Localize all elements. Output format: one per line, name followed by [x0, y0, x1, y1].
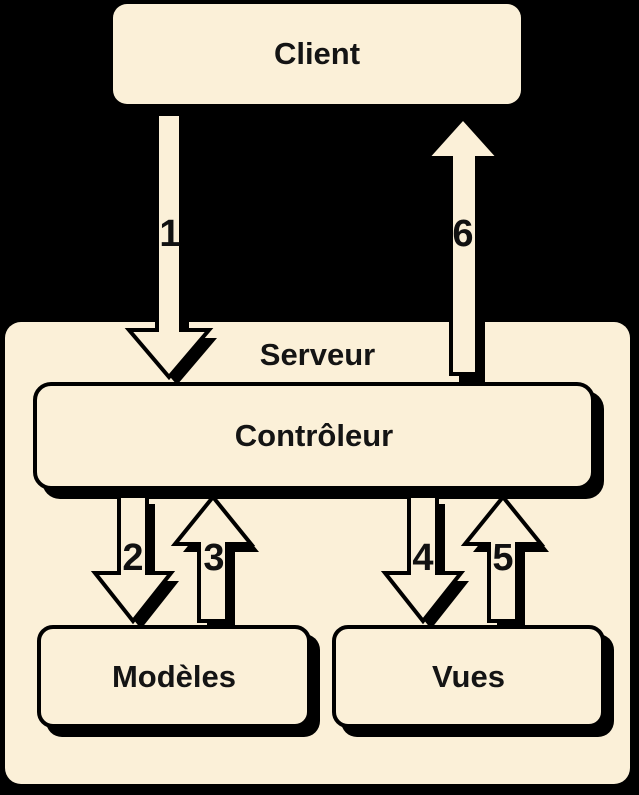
- arrow-2-controleur-to-modeles-icon: [90, 494, 179, 629]
- controleur-label: Contrôleur: [234, 418, 394, 453]
- client-node: Client: [113, 4, 521, 104]
- arrow-3-modeles-to-controleur-icon: [170, 493, 259, 629]
- arrow-5-vues-to-controleur-icon: [460, 493, 549, 629]
- arrow-1-number: 1: [159, 213, 181, 255]
- vues-label: Vues: [432, 658, 505, 694]
- arrow-5-number: 5: [492, 537, 514, 579]
- vues-node: Vues: [332, 625, 605, 728]
- arrow-6-controleur-to-client-icon: [422, 115, 507, 382]
- controleur-node: Contrôleur: [33, 382, 595, 490]
- client-label: Client: [273, 36, 361, 71]
- arrow-3-number: 3: [203, 537, 225, 579]
- serveur-container: Serveur Contrôleur Modèles Vues: [5, 322, 630, 784]
- arrow-4-number: 4: [412, 537, 434, 579]
- arrow-4-controleur-to-vues-icon: [380, 494, 469, 629]
- modeles-node: Modèles: [37, 625, 311, 728]
- arrow-2-number: 2: [122, 537, 144, 579]
- arrow-6-number: 6: [452, 213, 474, 255]
- modeles-label: Modèles: [111, 658, 237, 694]
- arrow-1-client-to-controleur-icon: [124, 112, 217, 385]
- serveur-label: Serveur: [259, 337, 376, 372]
